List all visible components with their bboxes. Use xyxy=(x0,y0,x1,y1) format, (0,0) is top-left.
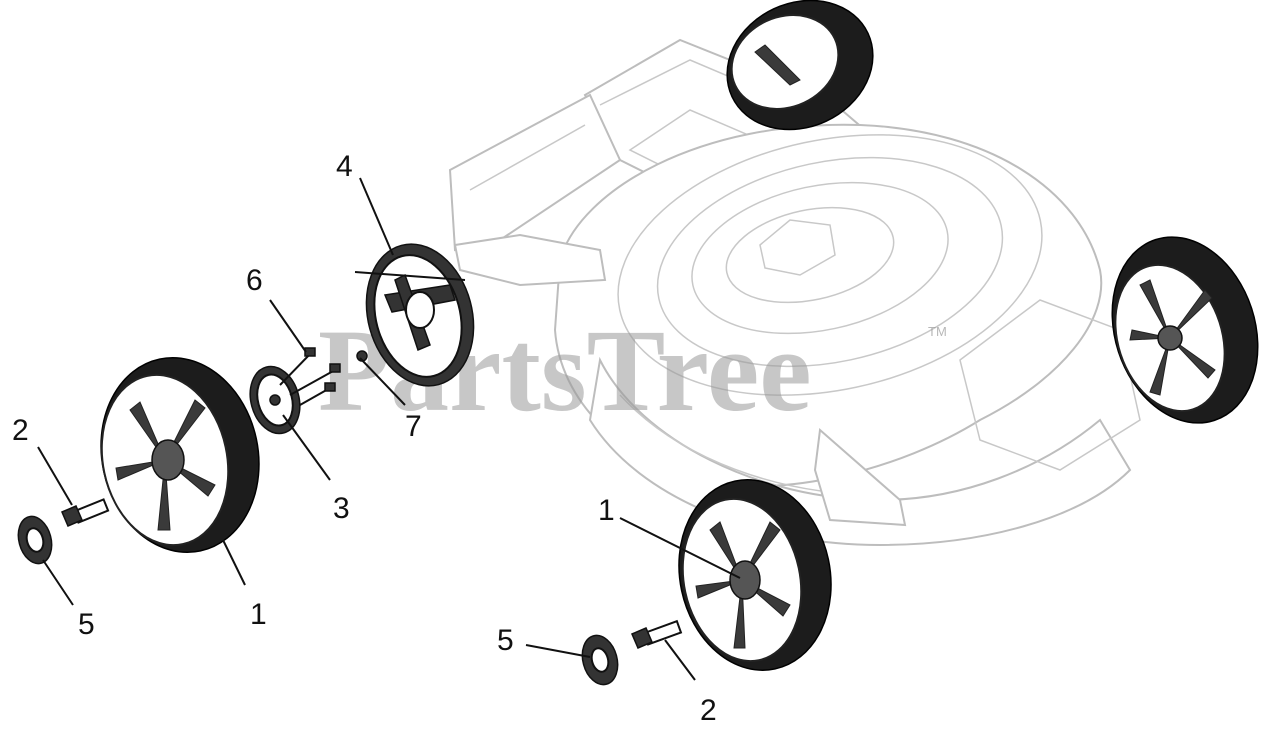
axle-bolt-right xyxy=(631,619,683,649)
callouts: 4 6 7 3 2 5 1 1 5 2 xyxy=(12,150,717,727)
callout-5-right: 5 xyxy=(497,624,514,657)
callout-5-left: 5 xyxy=(78,608,95,641)
bolts xyxy=(279,347,341,406)
front-wheel-right xyxy=(678,479,832,671)
callout-3: 3 xyxy=(333,492,350,525)
axle-bolt-left xyxy=(61,498,110,527)
rear-right-spokes xyxy=(1129,279,1216,396)
callout-4: 4 xyxy=(336,150,353,183)
callout-1-left: 1 xyxy=(250,598,267,631)
callout-2-left: 2 xyxy=(12,414,29,447)
trademark: TM xyxy=(928,324,947,339)
callout-6: 6 xyxy=(246,264,263,297)
callout-7: 7 xyxy=(405,410,422,443)
callout-1-right: 1 xyxy=(598,494,615,527)
rear-wheel-top xyxy=(726,0,874,131)
hubcap-right xyxy=(581,634,619,686)
front-wheel-left xyxy=(100,357,260,553)
leader-lines xyxy=(37,177,741,681)
adjuster-plate xyxy=(249,365,301,435)
rear-wheel-right xyxy=(1111,236,1259,424)
wheel-plate xyxy=(365,243,475,387)
hubcap-left xyxy=(17,515,53,565)
callout-2-right: 2 xyxy=(700,694,717,727)
